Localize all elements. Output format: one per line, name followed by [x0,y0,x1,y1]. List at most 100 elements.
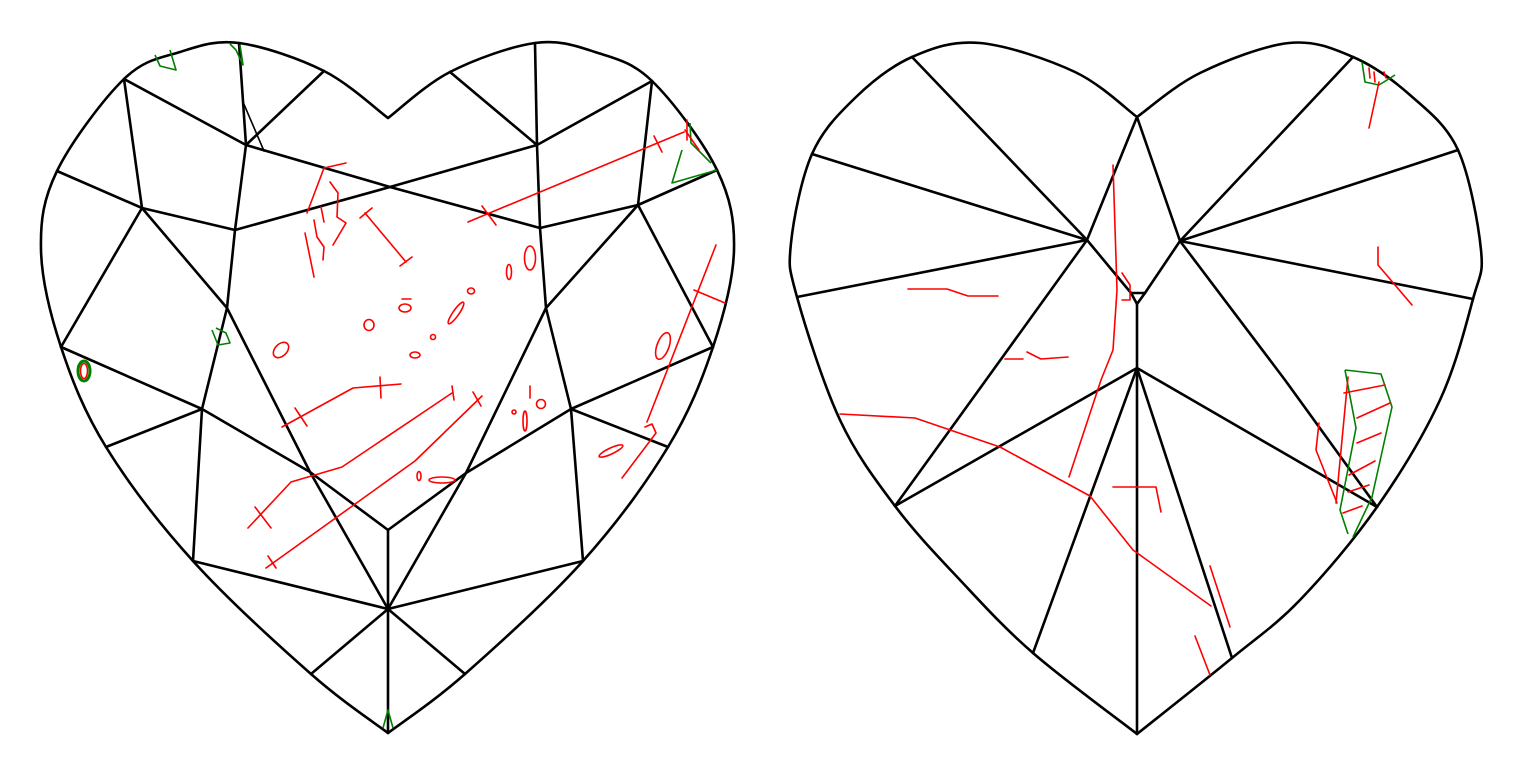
extra-facet [689,122,712,164]
inclusion-feather [313,219,325,261]
inclusion-needle [247,392,453,529]
extra-facet [211,327,231,346]
facet-lines [795,55,1475,736]
inclusions [839,67,1413,676]
facet-line [448,70,539,147]
inclusion-cross [254,506,272,529]
facet-line [233,143,539,232]
inclusion-cross [379,376,382,399]
inclusion-pinpoint [522,410,528,432]
inclusion-feather [907,288,999,297]
extra-facet [671,149,718,184]
inclusion-cross [294,407,308,427]
facet-line [893,115,1139,508]
inclusion-pinpoint [598,444,624,458]
inclusion-pinpoint [447,301,465,325]
inclusion-needle [364,212,407,263]
inclusion-pinpoint [409,351,421,359]
facet-line [1178,148,1475,301]
inclusion-cross [359,207,373,219]
inclusion-needle [265,395,483,569]
facet-line [140,206,390,611]
facet-line [538,168,719,230]
inclusion-pinpoint [654,331,672,361]
inclusion-pinpoint [398,303,412,313]
inclusion-feather [1368,81,1380,129]
extra-facets [1339,61,1396,538]
inclusion-feather [1026,351,1069,360]
inclusions [79,119,726,569]
inclusion-hatch [1348,460,1376,476]
inclusion-feather [1373,71,1376,83]
inclusion-pinpoint [466,287,476,295]
inclusion-feather [1121,272,1131,301]
facet-line [55,169,237,232]
facet-line [569,407,670,449]
extra-facet [382,709,394,729]
inclusion-feather [1383,71,1387,79]
facet-line [533,41,539,147]
facet-line [122,77,248,147]
inclusion-pinpoint [416,470,422,482]
facet-line [910,55,1133,295]
inclusion-feather [1368,67,1371,79]
inclusion-feather [1068,164,1118,478]
facet-line [242,101,265,152]
facet-line [535,79,654,147]
inclusion-pinpoint [429,333,437,341]
facet-line [535,143,573,411]
inclusion-pinpoint [428,476,456,484]
inclusion-cross [481,205,497,226]
inclusion-feather [304,232,315,278]
inclusion-pinpoint [535,398,547,410]
inclusion-pinpoint [511,409,517,415]
inclusion-feather [320,206,325,223]
facet-line [309,607,467,676]
inclusion-hatch [1356,402,1391,419]
extra-facet [229,43,244,66]
inclusion-cross [451,385,455,401]
facet-line [636,79,654,207]
facet-lines [55,41,719,735]
extra-facets [76,43,718,729]
inclusion-cross [472,391,482,407]
inclusion-feather [1335,376,1349,504]
facet-line [795,152,1089,299]
inclusion-crystal [79,362,89,380]
inclusion-pinpoint [272,341,290,359]
crown-view [39,40,736,735]
extra-facet [1339,369,1357,535]
inclusion-pinpoint [523,245,537,271]
extra-facet [1344,369,1393,538]
facet-line [1129,291,1147,306]
inclusion-hatch [1356,432,1382,444]
facet-line [1135,115,1379,509]
inclusion-feather [1112,486,1162,513]
inclusion-cross [653,135,663,153]
inclusion-feather [621,423,657,479]
inclusion-cross [684,129,700,151]
inclusion-feather [1315,422,1338,504]
inclusion-needle [467,131,685,223]
inclusion-feather [693,289,726,304]
facet-line [636,203,715,349]
facet-line [1143,55,1355,295]
extra-facet [76,359,92,383]
inclusion-feather [306,162,347,214]
facet-line [122,77,144,210]
inclusion-cross [267,555,277,569]
inclusion-feather [646,244,717,423]
facet-line [200,143,248,411]
inclusion-hatch [1342,505,1363,514]
inclusion-feather [839,413,1212,607]
facet-line [104,407,204,449]
facet-line [59,206,144,349]
inclusion-feather [1194,635,1211,676]
pavilion-view [788,41,1484,736]
inclusion-pinpoint [363,318,375,332]
facet-line [386,203,640,611]
extra-facet [1361,61,1396,86]
facet-line [59,345,715,532]
inclusion-feather [1377,246,1413,306]
